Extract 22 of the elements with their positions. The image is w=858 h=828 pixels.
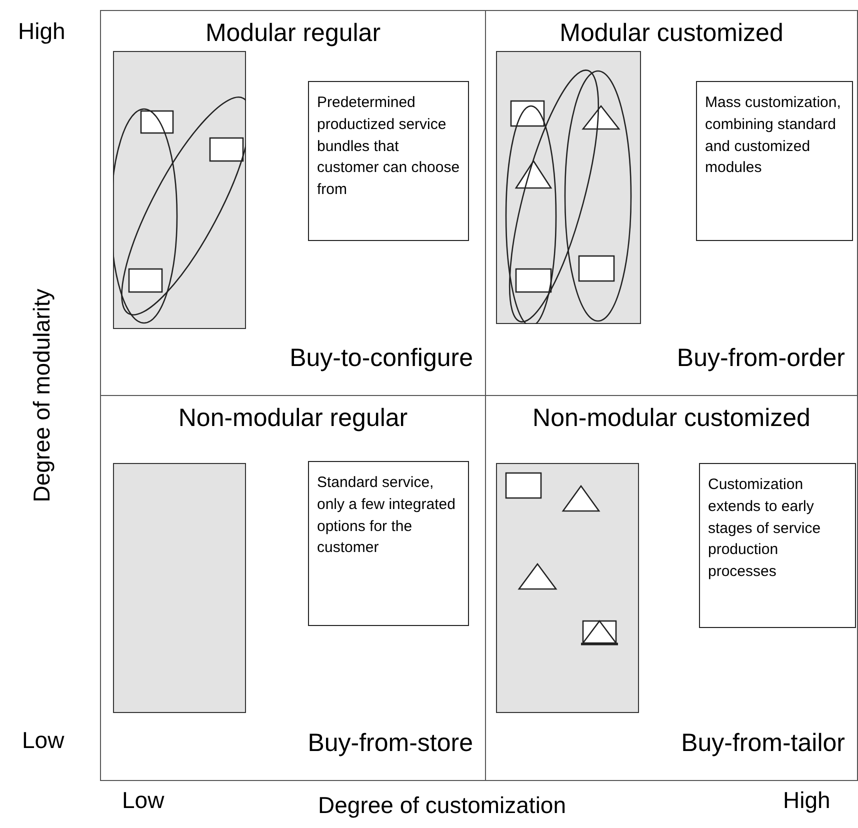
quadrant-label: Buy-to-configure — [290, 344, 473, 373]
description-box: Standard service, only a few integrated options for the customer — [308, 461, 469, 626]
axis-end-label: Low — [22, 727, 64, 754]
quadrant-title: Modular customized — [558, 19, 784, 48]
axis-end-label: High — [783, 787, 830, 814]
axis-end-label: High — [18, 18, 66, 45]
quadrant-cell — [100, 10, 486, 396]
axis-end-label: Low — [122, 787, 164, 814]
quadrant-cell — [100, 395, 486, 781]
quadrant-title: Modular regular — [204, 19, 382, 48]
quadrant-title: Non-modular regular — [177, 404, 409, 433]
quadrant-title: Non-modular customized — [532, 404, 812, 433]
quadrant-label: Buy-from-store — [308, 729, 473, 758]
quadrant-label: Buy-from-tailor — [681, 729, 845, 758]
quadrant-label: Buy-from-order — [676, 344, 845, 373]
description-box: Mass customization, combining standard and customized modules — [696, 81, 853, 241]
quadrant-cell — [485, 395, 858, 781]
axis-title: Degree of modularity — [28, 288, 56, 502]
axis-title: Degree of customization — [318, 792, 566, 819]
description-box: Predetermined productized service bundles that customer can choose from — [308, 81, 469, 241]
quadrant-cell — [485, 10, 858, 396]
description-box: Customization extends to early stages of service production processes — [699, 463, 856, 628]
